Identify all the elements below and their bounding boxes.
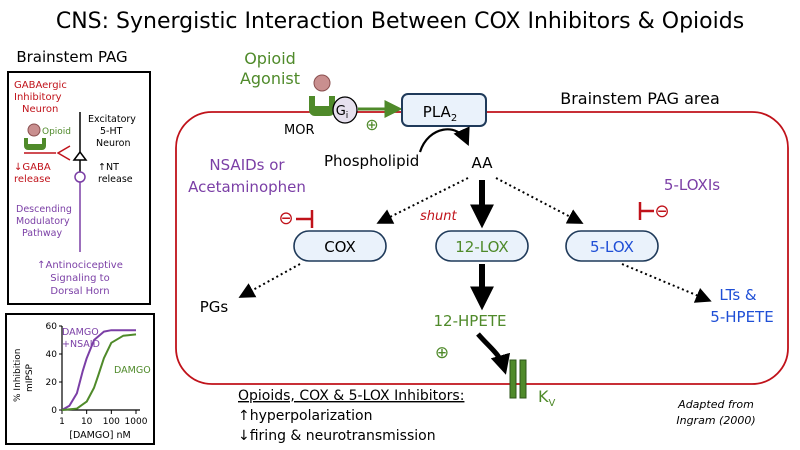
kv-channel-right bbox=[519, 359, 527, 399]
gaba-neuron-label-2: Inhibitory bbox=[14, 92, 62, 103]
gaba-release-1: ↓GABA bbox=[14, 162, 51, 173]
pla2-box bbox=[401, 93, 487, 127]
page-title: CNS: Synergistic Interaction Between COX… bbox=[56, 9, 744, 34]
mini-y-tick-label: 0 bbox=[51, 406, 57, 416]
hpete12-label: 12-HPETE bbox=[434, 312, 507, 330]
opioid-ligand-icon bbox=[27, 123, 41, 137]
aa-to-cox-arrow bbox=[376, 177, 469, 224]
mini-chart-y-label-2: mIPSP bbox=[25, 363, 35, 392]
loxi-inhibition-minus-icon: ⊖ bbox=[654, 201, 669, 222]
phospholipid-label: Phospholipid bbox=[324, 152, 419, 170]
descending-neuron-soma-icon bbox=[74, 171, 86, 183]
antinociceptive-label-2: Signaling to bbox=[50, 273, 109, 284]
mini-x-tick-label: 1000 bbox=[125, 417, 148, 427]
gaba-synapse-icon bbox=[56, 145, 71, 161]
nsaids-label-1: NSAIDs or bbox=[209, 156, 285, 174]
mini-series-damgo-line bbox=[61, 333, 137, 411]
mini-chart-series-label-2: DAMGO bbox=[114, 365, 151, 376]
opioid-label: Opioid bbox=[42, 127, 71, 137]
mini-series-damgo-nsaid-line bbox=[61, 329, 136, 411]
footer-line-2: ↑hyperpolarization bbox=[238, 408, 372, 424]
receptor-icon bbox=[24, 138, 46, 150]
gi-protein-icon bbox=[332, 96, 358, 124]
loxi-label: 5-LOXIs bbox=[664, 176, 720, 194]
gi-stimulation-plus-icon: ⊕ bbox=[365, 115, 378, 134]
lts-label-1: LTs & bbox=[719, 286, 757, 304]
mini-x-tick-label: 100 bbox=[103, 417, 120, 427]
mini-y-tick-label: 40 bbox=[46, 350, 58, 360]
pla2-label: PLA2 bbox=[423, 103, 457, 124]
excit-terminal-icon bbox=[72, 150, 88, 161]
opioid-agonist-label-2: Agonist bbox=[240, 69, 300, 88]
aa-label: AA bbox=[472, 154, 494, 172]
mini-chart: 60 40 20 0 1 10 100 1000 bbox=[46, 322, 148, 427]
5lox-to-lts-arrow bbox=[621, 263, 712, 303]
mini-chart-y-label-1: % Inhibition bbox=[13, 349, 23, 402]
nsaids-label-2: Acetaminophen bbox=[188, 178, 306, 196]
agonist-ligand-icon bbox=[313, 74, 331, 92]
antinociceptive-label-3: Dorsal Horn bbox=[50, 286, 109, 297]
nsaid-inhibition-minus-icon: ⊖ bbox=[278, 208, 293, 229]
kv-activation-plus-icon: ⊕ bbox=[435, 343, 449, 363]
mini-y-tick-label: 20 bbox=[46, 378, 58, 388]
phospholipid-to-aa-arrow bbox=[418, 126, 470, 153]
descending-label-1: Descending bbox=[16, 204, 72, 215]
descending-label-2: Modulatory bbox=[16, 216, 70, 227]
gi-label: Gi bbox=[336, 104, 349, 121]
mini-x-tick-label: 10 bbox=[81, 417, 93, 427]
footer-line-3: ↓firing & neurotransmission bbox=[238, 428, 436, 444]
left-panel-box bbox=[7, 71, 151, 305]
shunt-label: shunt bbox=[420, 209, 457, 224]
excit-neuron-label-1: Excitatory bbox=[88, 114, 136, 125]
antinociceptive-label-1: ↑Antinociceptive bbox=[37, 260, 123, 271]
kv-label: KV bbox=[538, 387, 556, 409]
credit-line-2: Ingram (2000) bbox=[676, 414, 755, 427]
region-label: Brainstem PAG area bbox=[560, 89, 720, 108]
lox12-label: 12-LOX bbox=[455, 238, 508, 256]
mini-chart-series-label-1a: DAMGO bbox=[62, 327, 99, 338]
aa-to-5lox-arrow bbox=[495, 177, 584, 224]
mini-chart-series-label-1b: +NSAID bbox=[62, 339, 100, 350]
mini-chart-box bbox=[5, 313, 155, 445]
gaba-release-2: release bbox=[14, 174, 50, 185]
mor-label: MOR bbox=[284, 123, 314, 138]
nt-release-1: ↑NT bbox=[98, 162, 119, 173]
hpete-to-kv-arrow bbox=[476, 332, 511, 375]
excit-neuron-label-2: 5-HT bbox=[100, 126, 123, 137]
mini-chart-x-label: [DAMGO] nM bbox=[69, 430, 130, 441]
left-panel-heading: Brainstem PAG bbox=[16, 48, 127, 66]
cox-to-pgs-arrow bbox=[238, 263, 301, 298]
gaba-neuron-label-3: Neuron bbox=[22, 104, 58, 115]
lox5-box bbox=[565, 230, 659, 262]
mor-receptor-icon bbox=[309, 96, 335, 116]
footer-line-1: Opioids, COX & 5-LOX Inhibitors: bbox=[238, 388, 464, 404]
excit-neuron-label-3: Neuron bbox=[96, 138, 131, 149]
lox12-box bbox=[435, 230, 529, 262]
credit-line-1: Adapted from bbox=[677, 398, 754, 411]
lts-label-2: 5-HPETE bbox=[710, 308, 773, 326]
opioid-agonist-label-1: Opioid bbox=[244, 49, 296, 68]
descending-label-3: Pathway bbox=[22, 228, 62, 239]
mini-y-tick-label: 60 bbox=[46, 322, 58, 332]
gaba-neuron-label-1: GABAergic bbox=[14, 80, 67, 91]
mini-x-tick-label: 1 bbox=[59, 417, 65, 427]
pgs-label: PGs bbox=[200, 298, 229, 316]
lox5-label: 5-LOX bbox=[590, 238, 634, 256]
nt-release-2: release bbox=[98, 174, 133, 185]
cox-label: COX bbox=[324, 238, 356, 256]
cox-box bbox=[293, 230, 387, 262]
kv-channel-left bbox=[509, 359, 517, 399]
